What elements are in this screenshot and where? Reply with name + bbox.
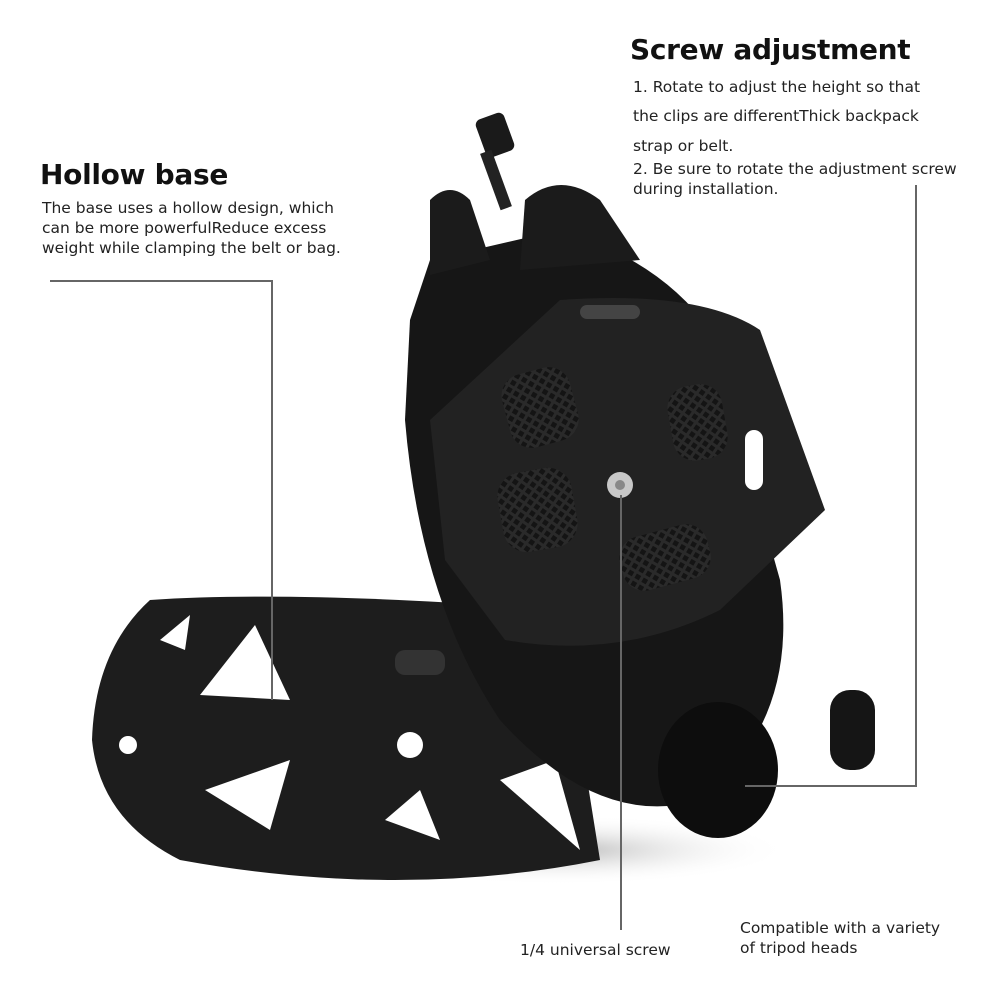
universal-screw-callout-line — [620, 495, 622, 930]
screw-adjustment-line: during installation. — [633, 180, 779, 198]
screw-adjustment-callout-line — [915, 185, 917, 786]
tripod-compat-line: Compatible with a variety — [740, 919, 941, 937]
screw-adjustment-line: 2. Be sure to rotate the adjustment scre… — [633, 160, 957, 178]
tripod-compat-line: of tripod heads — [740, 939, 858, 957]
hollow-base-line: The base uses a hollow design, which — [42, 199, 334, 217]
screw-adjustment-line: strap or belt. — [633, 137, 734, 155]
universal-screw-label: 1/4 universal screw — [520, 941, 671, 959]
screw-adjustment-title: Screw adjustment — [630, 33, 911, 66]
hollow-base-line: weight while clamping the belt or bag. — [42, 239, 341, 257]
hollow-base-title: Hollow base — [40, 158, 229, 191]
screw-adjustment-line: 1. Rotate to adjust the height so that — [633, 78, 921, 96]
quick-release-plate — [430, 298, 825, 646]
adjustment-knob — [658, 690, 875, 838]
screw-adjustment-line: the clips are differentThick backpack — [633, 107, 919, 125]
hollow-base-callout-line — [50, 280, 272, 282]
hollow-base-line: can be more powerfulReduce excess — [42, 219, 327, 237]
hollow-base-callout-line-vertical — [271, 280, 273, 700]
screw-adjustment-callout-line-horizontal — [745, 785, 917, 787]
screw-head — [475, 112, 515, 158]
